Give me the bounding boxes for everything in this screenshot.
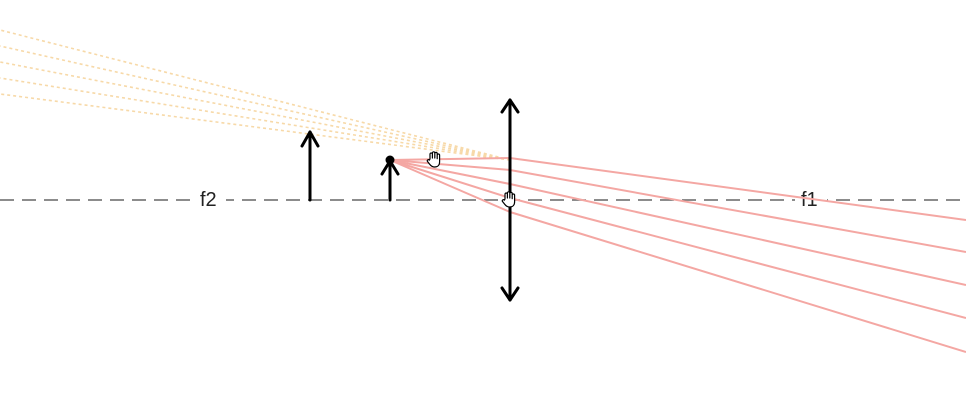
ray-refracted (509, 183, 966, 286)
lens-arrow-bottom (500, 286, 520, 302)
focal-label-left-bg (194, 188, 226, 212)
virtual-ray (0, 93, 511, 161)
real-rays (389, 157, 966, 353)
image-arrow-head (300, 130, 320, 148)
virtual-rays (0, 29, 511, 161)
ray-incoming (389, 159, 511, 171)
ray-incoming (389, 159, 511, 199)
ray-incoming (389, 157, 511, 161)
virtual-ray (0, 45, 511, 161)
hand-icon[interactable] (426, 151, 441, 168)
ray-refracted (509, 157, 966, 221)
ray-incoming (389, 159, 511, 213)
lens-arrow-top (500, 98, 520, 114)
virtual-ray (0, 61, 511, 161)
focal-label-left: f2 (200, 189, 217, 211)
image-arrow (300, 130, 320, 202)
ray-refracted (509, 211, 966, 353)
ray-incoming (389, 159, 511, 185)
virtual-ray (0, 77, 511, 161)
ray-refracted (509, 169, 966, 253)
ray-refracted (509, 197, 966, 319)
hand-icon[interactable] (501, 191, 516, 208)
object-arrow[interactable] (380, 155, 400, 202)
focal-label-right: f1 (801, 189, 818, 211)
object-tip-dot[interactable] (385, 155, 395, 165)
virtual-ray (0, 29, 511, 161)
